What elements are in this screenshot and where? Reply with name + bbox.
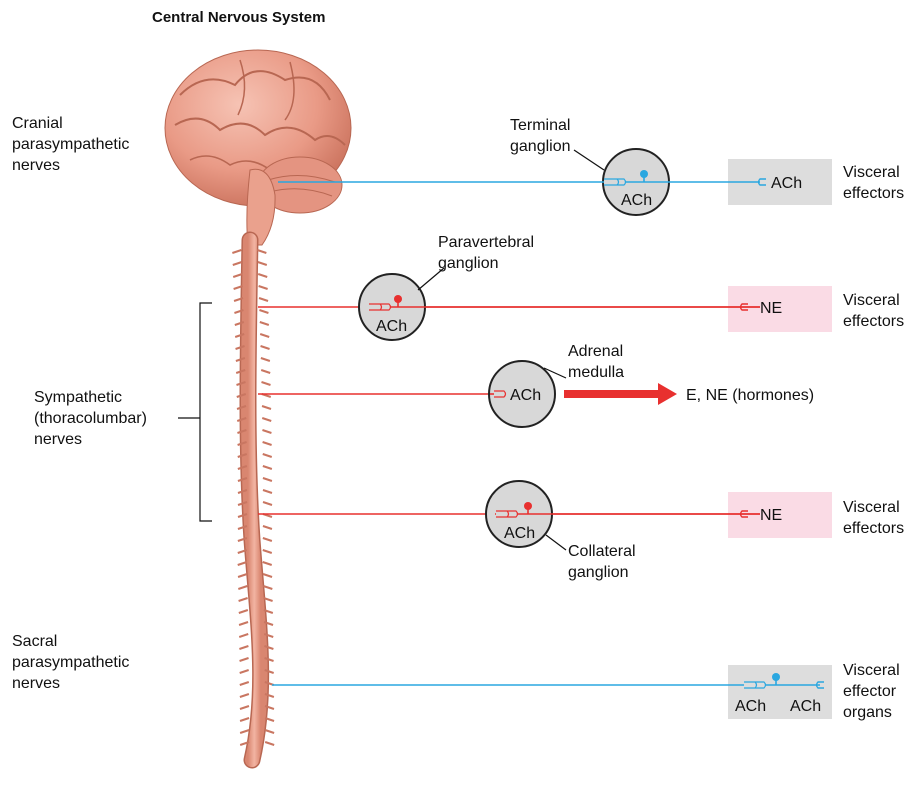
terminal-ganglion-leader (574, 150, 604, 170)
cranial-parasympathetic-pathway: ACh ACh (278, 149, 802, 215)
cranial-effector-label: Visceral effectors (843, 164, 904, 202)
sacral-ganglion-soma (772, 673, 780, 681)
cranial-parasympathetic-label: Cranial parasympathetic nerves (12, 115, 134, 174)
sacral-effector-label: Visceral effector organs (843, 662, 904, 721)
spinal-cord-illustration (232, 240, 274, 760)
collateral-effector-label: Visceral effectors (843, 499, 904, 537)
paravertebral-ganglion-soma (394, 295, 402, 303)
brain-illustration (165, 50, 351, 245)
collateral-sympathetic-pathway: ACh NE (258, 481, 782, 547)
paravertebral-sympathetic-pathway: ACh NE (258, 274, 782, 340)
sympathetic-nerves-label: Sympathetic (thoracolumbar) nerves (34, 389, 151, 448)
adrenal-medulla-label: Adrenal medulla (568, 343, 628, 381)
paravertebral-ganglion-label: Paravertebral ganglion (438, 234, 539, 272)
paravertebral-effector-label: Visceral effectors (843, 292, 904, 330)
paravertebral-ganglion-ach: ACh (376, 318, 407, 335)
terminal-ganglion-soma (640, 170, 648, 178)
collateral-ganglion-ach: ACh (504, 525, 535, 542)
collateral-ganglion-soma (524, 502, 532, 510)
sympathetic-bracket (178, 303, 212, 521)
sacral-ach-1: ACh (735, 698, 766, 715)
paravertebral-effector-ne: NE (760, 300, 782, 317)
hormone-release-arrow (564, 383, 677, 405)
adrenal-medulla-pathway: ACh E, NE (hormones) (258, 361, 814, 427)
terminal-ganglion-label: Terminal ganglion (510, 117, 575, 155)
hormone-output-label: E, NE (hormones) (686, 387, 814, 404)
collateral-ganglion-leader (546, 535, 566, 550)
adrenal-medulla-ach: ACh (510, 387, 541, 404)
collateral-ganglion-label: Collateral ganglion (568, 543, 640, 581)
diagram-title: Central Nervous System (152, 9, 325, 26)
collateral-effector-ne: NE (760, 507, 782, 524)
sacral-parasympathetic-label: Sacral parasympathetic nerves (12, 633, 134, 692)
sacral-ach-2: ACh (790, 698, 821, 715)
terminal-ganglion-ach: ACh (621, 192, 652, 209)
cranial-effector-ach: ACh (771, 175, 802, 192)
